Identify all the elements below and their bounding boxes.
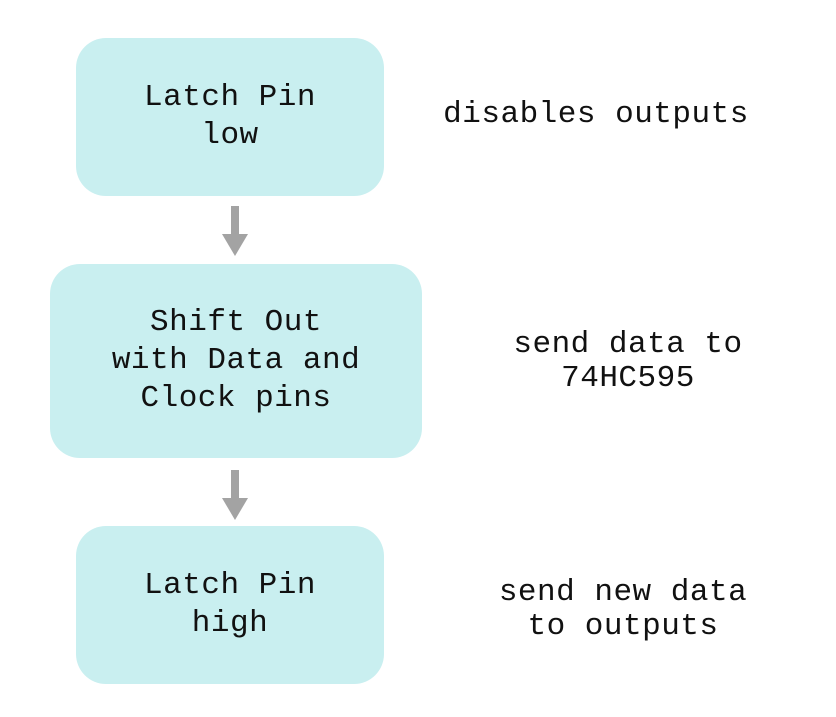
step-3-note-line-1: send new data [498, 575, 748, 610]
step-2-label-line-3: Clock pins [140, 381, 332, 416]
step-3-label-line-1: Latch Pin [144, 568, 316, 603]
step-3-label-line-2: high [191, 606, 269, 641]
step-1-label-line-2: low [201, 118, 259, 153]
step-2-label-line-2: with Data and [111, 343, 361, 378]
step-box-latch-pin-low: Latch Pin low [76, 38, 384, 196]
step-3-note-line-2: to outputs [527, 609, 719, 644]
step-2-note-line-2: 74HC595 [561, 361, 695, 396]
step-box-shift-out: Shift Out with Data and Clock pins [50, 264, 422, 458]
step-1-note-line-1: disables outputs [443, 97, 749, 132]
step-1-note: disables outputs [410, 98, 782, 132]
step-3-note: send new data to outputs [470, 576, 776, 644]
step-box-latch-pin-high: Latch Pin high [76, 526, 384, 684]
step-1-label-line-1: Latch Pin [144, 80, 316, 115]
step-2-note-line-1: send data to [513, 327, 743, 362]
down-arrow-icon [222, 206, 248, 256]
down-arrow-icon [222, 470, 248, 520]
step-2-label-line-1: Shift Out [150, 305, 322, 340]
step-2-note: send data to 74HC595 [480, 328, 776, 396]
